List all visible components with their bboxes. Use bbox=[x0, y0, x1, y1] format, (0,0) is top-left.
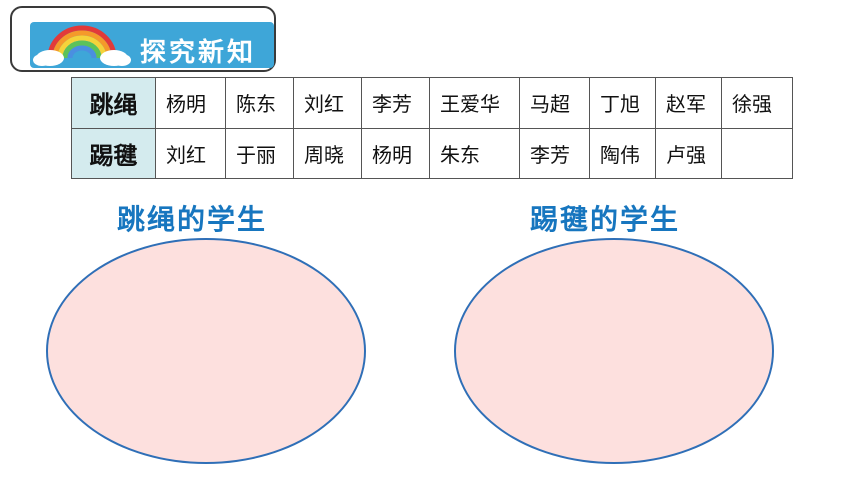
name-cell: 陶伟 bbox=[589, 127, 656, 179]
name-cell: 卢强 bbox=[655, 127, 722, 179]
shuttlecock-caption: 踢毽的学生 bbox=[530, 203, 681, 236]
name-cell: 刘红 bbox=[293, 77, 362, 129]
name-cell: 徐强 bbox=[721, 77, 793, 129]
jump-rope-set-ellipse bbox=[46, 238, 366, 464]
table-row-jump-rope: 跳绳 杨明 陈东 刘红 李芳 王爱华 马超 丁旭 赵军 徐强 bbox=[71, 77, 793, 129]
name-cell: 陈东 bbox=[225, 77, 294, 129]
name-cell: 刘红 bbox=[155, 127, 226, 179]
name-cell: 赵军 bbox=[655, 77, 722, 129]
name-cell: 李芳 bbox=[361, 77, 430, 129]
name-cell bbox=[721, 127, 793, 179]
rainbow-cloud-icon bbox=[33, 25, 131, 66]
row-header-jump-rope: 跳绳 bbox=[71, 77, 156, 129]
badge-title: 探究新知 bbox=[140, 38, 257, 68]
name-cell: 王爱华 bbox=[429, 77, 520, 129]
names-table: 跳绳 杨明 陈东 刘红 李芳 王爱华 马超 丁旭 赵军 徐强 踢毽 刘红 于丽 … bbox=[71, 77, 793, 179]
section-badge: 探究新知 bbox=[10, 6, 276, 72]
name-cell: 李芳 bbox=[519, 127, 590, 179]
name-cell: 杨明 bbox=[155, 77, 226, 129]
name-cell: 杨明 bbox=[361, 127, 430, 179]
table-row-shuttlecock: 踢毽 刘红 于丽 周晓 杨明 朱东 李芳 陶伟 卢强 bbox=[71, 127, 793, 179]
name-cell: 丁旭 bbox=[589, 77, 656, 129]
jump-rope-caption: 跳绳的学生 bbox=[117, 203, 268, 236]
row-header-shuttlecock: 踢毽 bbox=[71, 127, 156, 179]
name-cell: 朱东 bbox=[429, 127, 520, 179]
name-cell: 马超 bbox=[519, 77, 590, 129]
name-cell: 周晓 bbox=[293, 127, 362, 179]
shuttlecock-set-ellipse bbox=[454, 238, 774, 464]
name-cell: 于丽 bbox=[225, 127, 294, 179]
